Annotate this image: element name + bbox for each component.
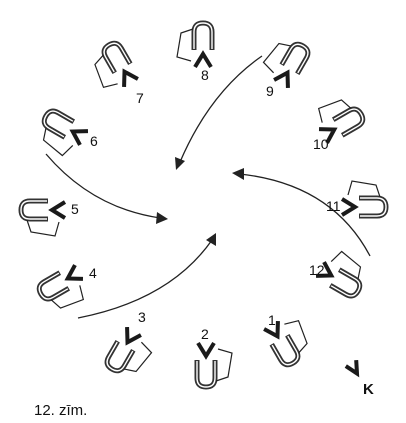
- figure-5: [21, 201, 65, 236]
- arrow-left-bottom: [77, 233, 216, 319]
- label-5: 5: [71, 201, 79, 217]
- figure-4: [36, 264, 92, 316]
- figure-7: [86, 40, 138, 96]
- arrow-left-top: [45, 153, 168, 224]
- figure-6: [33, 108, 89, 160]
- label-1: 1: [268, 312, 276, 328]
- label-6: 6: [90, 133, 98, 149]
- arrow-right: [232, 168, 371, 257]
- label-11: 11: [326, 198, 341, 214]
- label-3: 3: [138, 309, 146, 325]
- figure-8: [177, 23, 212, 67]
- figure-3: [104, 327, 156, 383]
- label-12: 12: [309, 262, 325, 278]
- label-7: 7: [136, 90, 144, 106]
- figure-caption: 12. zīm.: [34, 402, 87, 419]
- figure-9: [258, 33, 310, 89]
- k-label: K: [363, 381, 374, 398]
- label-4: 4: [89, 265, 97, 281]
- k-marker-icon: [343, 358, 365, 379]
- label-2: 2: [201, 326, 209, 342]
- label-8: 8: [201, 67, 209, 83]
- arrow-top-right: [175, 55, 263, 170]
- figure-11: [342, 181, 386, 216]
- label-9: 9: [266, 83, 274, 99]
- label-10: 10: [313, 136, 329, 152]
- figure-2: [197, 343, 232, 387]
